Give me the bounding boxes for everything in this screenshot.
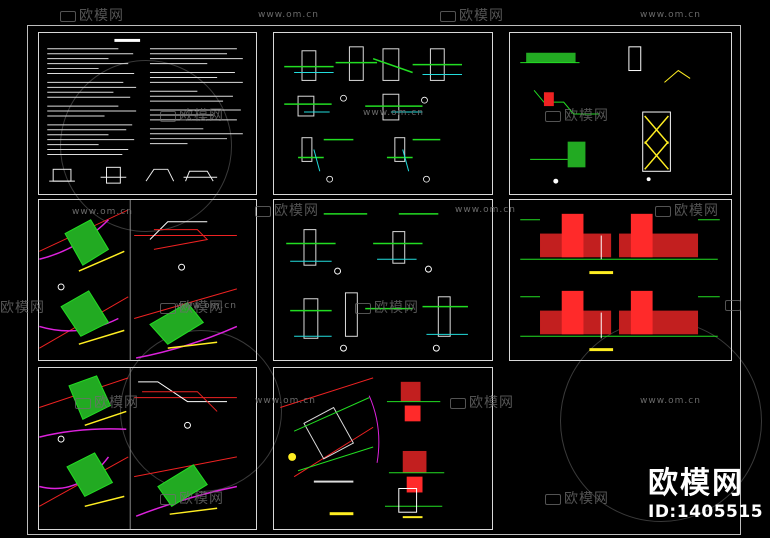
watermark-logo-icon [440, 10, 456, 22]
watermark-url: www.om.cn [176, 301, 237, 311]
stair-plan-1-drawing [39, 200, 238, 360]
watermark-logo-text: 欧模网 [440, 5, 504, 25]
watermark-logo-icon [545, 110, 561, 122]
foundation-elevation-drawing [520, 213, 720, 352]
watermark-logo-text: 欧模网 [655, 200, 719, 220]
watermark-logo-text: 欧模网 [75, 392, 139, 412]
watermark-url: www.om.cn [72, 207, 133, 217]
watermark-circle [60, 60, 232, 232]
watermark-url: www.om.cn [640, 396, 701, 406]
sheet-stair-plan-1[interactable] [38, 199, 257, 361]
sheet-beam-column-joints-1[interactable] [273, 32, 493, 195]
sheet-general-notes[interactable] [38, 32, 257, 195]
stair-detail-1-drawing [520, 46, 691, 184]
sheet-foundation-elevation[interactable] [509, 199, 732, 361]
watermark-logo-icon [725, 299, 741, 311]
watermark-url: www.om.cn [258, 10, 319, 20]
watermark-logo-text: 欧模网 [60, 5, 124, 25]
watermark-logo-text: 欧模网 [545, 105, 609, 125]
watermark-logo-icon [655, 205, 671, 217]
brand-name: 欧模网 [648, 466, 744, 501]
layout-outer-frame [27, 25, 741, 535]
watermark-logo-icon [450, 397, 466, 409]
watermark-logo-text: 欧模网 [450, 392, 514, 412]
watermark-logo-text [725, 297, 744, 313]
watermark-logo-text: 欧模网 [0, 300, 45, 316]
general-notes-drawing [47, 38, 243, 184]
stair-plan-2-drawing [39, 368, 238, 529]
brand-badge: 欧模网 ID:1405515 [648, 458, 763, 522]
joints-1-drawing [284, 46, 463, 183]
watermark-logo-icon [160, 110, 176, 122]
watermark-logo-text: 欧模网 [255, 200, 319, 220]
sheet-beam-column-joints-2[interactable] [273, 199, 493, 361]
watermark-logo-text: 欧模网 [160, 297, 224, 317]
watermark-logo-text: 欧模网 [160, 105, 224, 125]
watermark-logo-icon [160, 302, 176, 314]
watermark-logo-icon [75, 397, 91, 409]
sheet-column-base-detail[interactable] [273, 367, 493, 530]
watermark-logo-text: 欧模网 [545, 488, 609, 508]
watermark-url: www.om.cn [255, 396, 316, 406]
watermark-logo-icon [160, 493, 176, 505]
watermark-url: www.om.cn [455, 205, 516, 215]
watermark-logo-text: 欧模网 [355, 297, 419, 317]
column-base-detail-drawing [280, 377, 445, 519]
watermark-logo-icon [545, 493, 561, 505]
watermark-logo-text: 欧模网 [160, 488, 224, 508]
watermark-logo-icon [255, 205, 271, 217]
watermark-circle [120, 330, 282, 492]
joints-2-drawing [286, 213, 468, 352]
watermark-logo-icon [355, 302, 371, 314]
watermark-url: www.om.cn [363, 108, 424, 118]
sheet-stair-detail-1[interactable] [509, 32, 732, 195]
watermark-logo-icon [60, 10, 76, 22]
brand-id: ID:1405515 [648, 502, 764, 522]
sheet-stair-plan-2[interactable] [38, 367, 257, 530]
watermark-url: www.om.cn [640, 10, 701, 20]
